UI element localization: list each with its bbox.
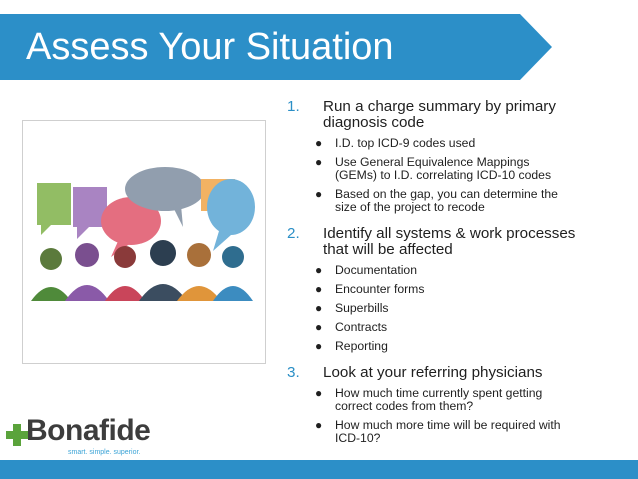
bullet-text: Encounter forms xyxy=(335,282,425,296)
bonafide-logo: Bonafide smart. simple. superior. xyxy=(6,414,156,462)
bullet-text: Based on the gap, you can determine the xyxy=(335,187,558,201)
bullet-item: ● Reporting xyxy=(287,340,632,353)
bullet-text: Documentation xyxy=(335,263,417,277)
item-text-line: Run a charge summary by primary xyxy=(323,98,556,115)
bullet-item: ● Based on the gap, you can determine the… xyxy=(287,188,632,214)
numbered-item-3: 3. Look at your referring physicians xyxy=(287,365,632,381)
bullet-text: Use General Equivalence Mappings xyxy=(335,155,530,169)
item-number: 2. xyxy=(287,225,300,242)
banner-arrow-shape xyxy=(0,14,552,80)
item-text-line: Identify all systems & work processes xyxy=(323,225,576,242)
bullet-text: I.D. top ICD-9 codes used xyxy=(335,136,476,150)
bullet-item: ● Use General Equivalence Mappings(GEMs) … xyxy=(287,156,632,182)
bullet-text: correct codes from them? xyxy=(335,399,474,413)
logo-tagline: smart. simple. superior. xyxy=(68,449,141,456)
bullet-text: size of the project to recode xyxy=(335,200,485,214)
bullet-icon: ● xyxy=(315,301,323,315)
bullet-item: ● Documentation xyxy=(287,264,632,277)
bullet-icon: ● xyxy=(315,282,323,296)
bullet-text: Reporting xyxy=(335,339,388,353)
numbered-item-2: 2. Identify all systems & work processes… xyxy=(287,226,632,258)
bullet-icon: ● xyxy=(315,339,323,353)
bullet-text: (GEMs) to I.D. correlating ICD-10 codes xyxy=(335,168,552,182)
logo-wordmark: Bonafide xyxy=(26,414,151,447)
item-number: 1. xyxy=(287,98,300,115)
content-list: 1. Run a charge summary by primary diagn… xyxy=(287,99,632,445)
bullet-icon: ● xyxy=(315,155,323,169)
bullet-icon: ● xyxy=(315,386,323,400)
bullet-icon: ● xyxy=(315,136,323,150)
bullet-icon: ● xyxy=(315,187,323,201)
bullet-item: ● I.D. top ICD-9 codes used xyxy=(287,137,632,150)
item-number: 3. xyxy=(287,364,300,381)
slide-title: Assess Your Situation xyxy=(26,26,394,68)
bullet-icon: ● xyxy=(315,418,323,432)
bottom-bar xyxy=(0,460,638,479)
numbered-item-1: 1. Run a charge summary by primary diagn… xyxy=(287,99,632,131)
bullet-text: Contracts xyxy=(335,320,388,334)
bullet-item: ● How much more time will be required wit… xyxy=(287,419,632,445)
bullet-item: ● Superbills xyxy=(287,302,632,315)
bullet-text: ICD-10? xyxy=(335,431,381,445)
people-speech-bubbles-illustration xyxy=(22,120,266,364)
item-text-line: that will be affected xyxy=(323,241,453,258)
title-banner xyxy=(0,14,560,80)
bullet-item: ● Encounter forms xyxy=(287,283,632,296)
bullet-icon: ● xyxy=(315,320,323,334)
bullet-item: ● Contracts xyxy=(287,321,632,334)
item-text-line: Look at your referring physicians xyxy=(323,364,543,381)
item-text-line: diagnosis code xyxy=(323,114,425,131)
bullet-icon: ● xyxy=(315,263,323,277)
green-cross-icon xyxy=(6,424,28,446)
bullet-text: How much more time will be required with xyxy=(335,418,561,432)
bullet-text: Superbills xyxy=(335,301,389,315)
bullet-text: How much time currently spent getting xyxy=(335,386,543,400)
